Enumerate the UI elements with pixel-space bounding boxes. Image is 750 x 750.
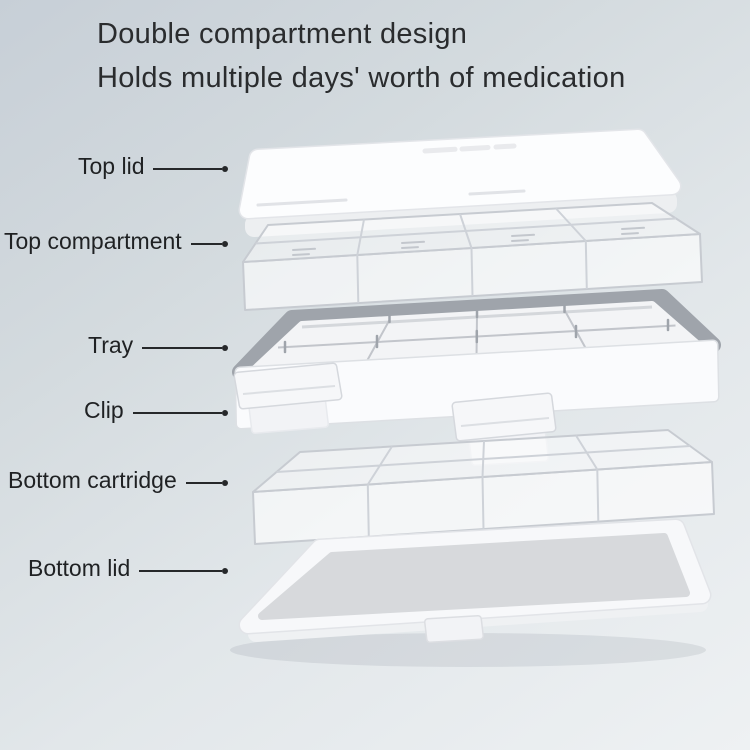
label-tray-text: Tray (88, 331, 134, 358)
label-top-compartment: Top compartment (4, 227, 228, 255)
leader-dot (222, 166, 228, 172)
label-top-lid: Top lid (78, 152, 228, 180)
bottom-cartridge-dividers (276, 434, 691, 537)
clip-right-flap (453, 394, 555, 440)
leader-line (153, 168, 222, 170)
label-tray: Tray (88, 331, 228, 359)
top-compartment-day-marks (292, 226, 645, 256)
bottom-lid-inner-surface (258, 533, 690, 620)
leader-dot (222, 345, 228, 351)
top-compartment-part (242, 202, 703, 311)
leader-line (185, 482, 222, 484)
clip-left-flap (235, 364, 341, 408)
title-line-2: Holds multiple days' worth of medication (97, 62, 626, 94)
top-lid-latch-slots (256, 189, 526, 207)
bottom-lid-latch-tab-face (425, 616, 483, 642)
top-lid-part (238, 128, 682, 237)
label-bottom-cartridge: Bottom cartridge (8, 466, 228, 494)
clip-left (233, 362, 343, 434)
leader-line (132, 412, 222, 414)
top-compartment-top (242, 202, 701, 263)
leader-dot (222, 568, 228, 574)
page-title: Double compartment design Holds multiple… (97, 12, 626, 100)
clip-right-fold-line (460, 417, 550, 427)
label-clip: Clip (84, 396, 228, 424)
label-bottom-cartridge-text: Bottom cartridge (8, 466, 177, 493)
bottom-lid-part (238, 518, 712, 643)
leader-line (139, 570, 222, 572)
leader-line (142, 347, 222, 349)
bottom-cartridge-part (252, 429, 715, 545)
label-clip-text: Clip (84, 396, 124, 423)
clip-left-fold-line (242, 385, 336, 395)
label-bottom-lid: Bottom lid (28, 554, 228, 582)
clip-right (451, 392, 557, 466)
label-bottom-lid-text: Bottom lid (28, 554, 131, 581)
title-line-1: Double compartment design (97, 18, 468, 50)
tray-divider-pins (283, 301, 670, 354)
clips-part (233, 362, 557, 466)
leader-line (190, 243, 222, 245)
label-top-lid-text: Top lid (78, 152, 145, 179)
top-compartment-dividers (255, 207, 677, 304)
label-top-compartment-text: Top compartment (4, 227, 182, 254)
bottom-lid-shadow (230, 633, 706, 667)
leader-dot (222, 410, 228, 416)
leader-dot (222, 480, 228, 486)
leader-dot (222, 241, 228, 247)
top-lid-emboss (422, 143, 517, 154)
tray-part (232, 289, 721, 430)
